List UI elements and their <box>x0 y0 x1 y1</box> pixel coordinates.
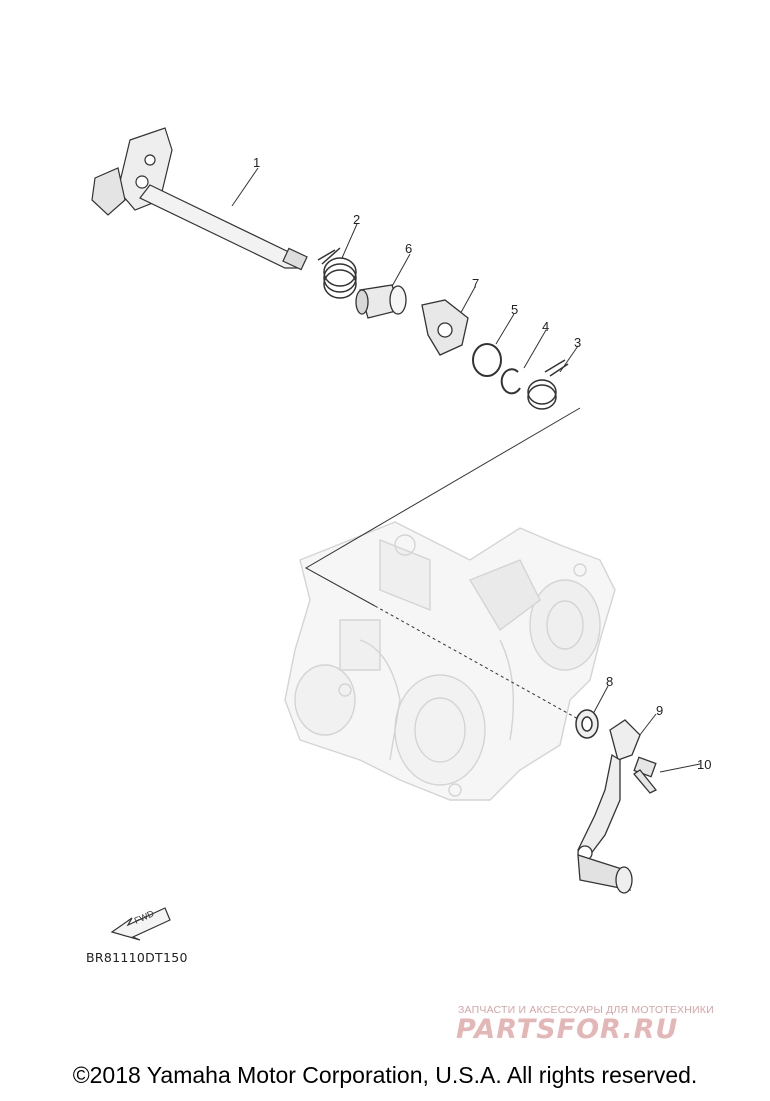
callout-7: 7 <box>472 276 480 291</box>
washer-part-8 <box>575 709 599 739</box>
callout-4: 4 <box>542 319 550 334</box>
collar-part-6 <box>355 284 407 319</box>
spring-part-3 <box>527 359 569 410</box>
shift-shaft-part-1 <box>91 127 308 271</box>
bolt-part-10 <box>633 756 658 794</box>
callout-6: 6 <box>405 241 413 256</box>
fwd-arrow-icon: FWD <box>110 907 171 941</box>
callout-9: 9 <box>656 703 664 718</box>
lever-part-7 <box>421 299 469 356</box>
circlip-part-4 <box>500 368 521 395</box>
watermark-logo[interactable]: PARTSFOR.RU <box>456 1014 679 1045</box>
spring-part-2 <box>317 247 357 299</box>
diagram-code: BR81110DT150 <box>86 950 188 965</box>
callout-3: 3 <box>574 335 582 350</box>
watermark-subtitle: ЗАПЧАСТИ И АКСЕССУАРЫ ДЛЯ МОТОТЕХНИКИ <box>458 1004 714 1016</box>
copyright-notice: ©2018 Yamaha Motor Corporation, U.S.A. A… <box>72 1062 698 1088</box>
callout-10: 10 <box>697 757 712 772</box>
engine-case-outline <box>284 521 616 801</box>
callout-1: 1 <box>253 155 261 170</box>
callout-8: 8 <box>606 674 614 689</box>
ring-part-5 <box>472 343 502 377</box>
callout-5: 5 <box>511 302 519 317</box>
shift-pedal-part-9 <box>577 719 641 894</box>
callout-2: 2 <box>353 212 361 227</box>
leader-lines <box>231 167 701 773</box>
